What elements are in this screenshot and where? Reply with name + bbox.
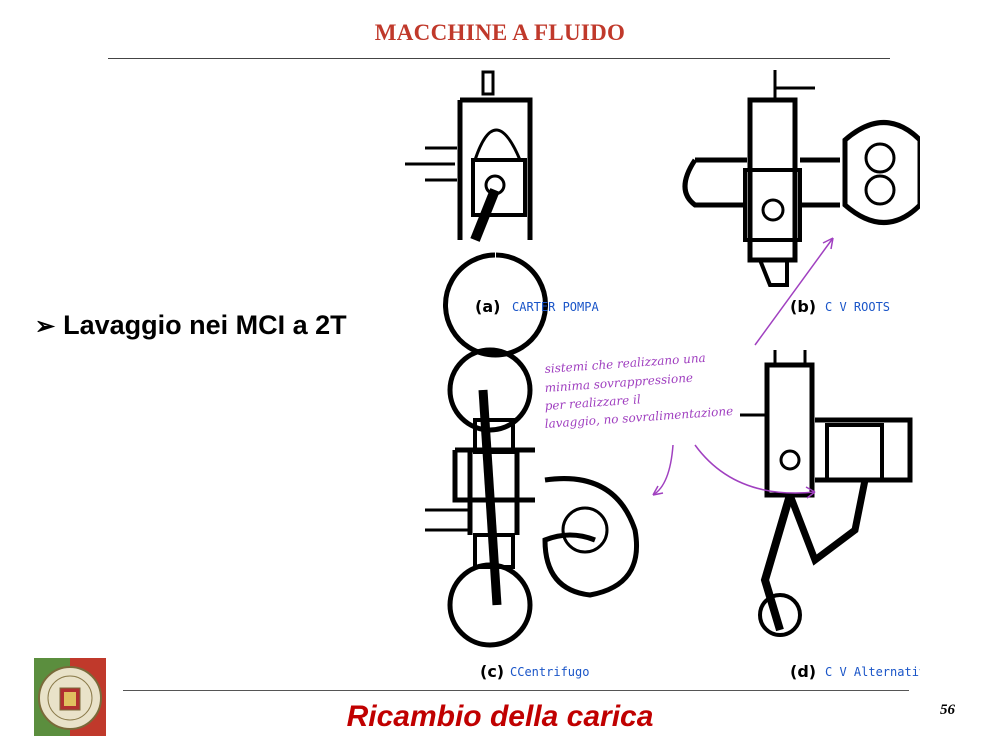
figure-a-diagram — [405, 70, 548, 358]
engine-diagrams: (a) CARTER POMPA (b) C V ROOTS (c) CCent… — [405, 70, 920, 681]
figure-c-diagram — [425, 347, 639, 648]
bullet-text: Lavaggio nei MCI a 2T — [63, 310, 347, 340]
annotation-arrows — [652, 237, 834, 499]
bottom-divider — [123, 690, 909, 691]
figure-b-note: C V ROOTS — [825, 300, 890, 314]
top-divider — [108, 58, 890, 59]
page-number: 56 — [940, 702, 955, 718]
annotation-line-3: per realizzare il — [544, 392, 641, 413]
figure-b-letter: (b) — [790, 297, 816, 316]
page-title: MACCHINE A FLUIDO — [374, 20, 626, 45]
figure-b-diagram — [682, 70, 920, 287]
figure-a-letter: (a) — [475, 297, 500, 316]
figure-c-letter: (c) — [480, 662, 504, 681]
figure-d-letter: (d) — [790, 662, 816, 681]
figure-d-diagram — [740, 350, 913, 637]
bullet-arrow-icon: ➢ — [35, 313, 56, 340]
figure-c-note: CCentrifugo — [510, 665, 589, 679]
figure-d-note: C V Alternativo — [825, 665, 920, 679]
university-seal-icon — [34, 658, 106, 736]
bullet-item: ➢ Lavaggio nei MCI a 2T — [35, 310, 347, 341]
footer-title: Ricambio della carica — [346, 700, 654, 733]
figure-a-note: CARTER POMPA — [512, 300, 599, 314]
